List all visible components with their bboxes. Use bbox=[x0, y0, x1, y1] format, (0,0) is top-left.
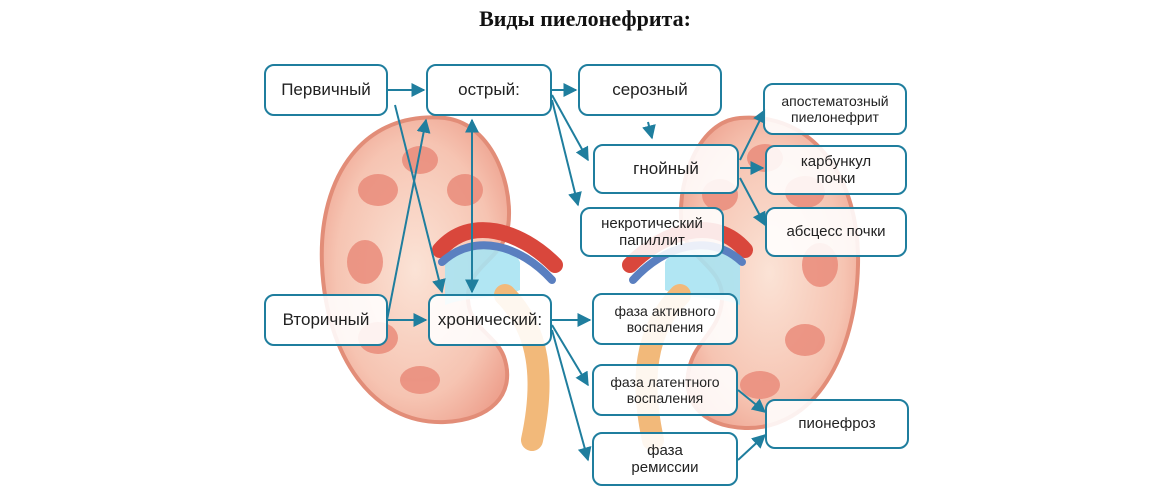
box-purulent: гнойный bbox=[593, 144, 739, 194]
diagram-arrows bbox=[386, 83, 767, 462]
box-apostematous: апостематозный пиелонефрит bbox=[763, 83, 907, 135]
box-primary-label: Первичный bbox=[281, 80, 371, 100]
box-pyonephrosis-label: пионефроз bbox=[798, 415, 876, 433]
box-chronic: хронический: bbox=[428, 294, 552, 346]
box-remission-phase: фаза ремиссии bbox=[592, 432, 738, 486]
box-chronic-label: хронический: bbox=[437, 310, 543, 330]
box-latent-phase-label: фаза латентного воспаления bbox=[610, 373, 720, 406]
box-apostematous-label: апостематозный пиелонефрит bbox=[781, 92, 889, 125]
box-remission-phase-label: фаза ремиссии bbox=[631, 441, 699, 476]
diagram-title: Виды пиелонефрита: bbox=[479, 6, 691, 31]
box-serous: серозный bbox=[578, 64, 722, 116]
box-carbuncle-label: карбункул почки bbox=[800, 152, 872, 187]
box-acute: острый: bbox=[426, 64, 552, 116]
box-active-phase: фаза активного воспаления bbox=[592, 293, 738, 345]
box-primary: Первичный bbox=[264, 64, 388, 116]
box-active-phase-label: фаза активного воспаления bbox=[614, 302, 716, 335]
box-purulent-label: гнойный bbox=[633, 159, 699, 179]
box-carbuncle: карбункул почки bbox=[765, 145, 907, 195]
box-secondary: Вторичный bbox=[264, 294, 388, 346]
box-serous-label: серозный bbox=[612, 80, 688, 100]
box-necrotic-label: некротический папиллит bbox=[601, 214, 703, 249]
box-acute-label: острый: bbox=[458, 80, 520, 100]
box-abscess-label: абсцесс почки bbox=[786, 223, 886, 241]
box-pyonephrosis: пионефроз bbox=[765, 399, 909, 449]
box-abscess: абсцесс почки bbox=[765, 207, 907, 257]
box-secondary-label: Вторичный bbox=[282, 310, 370, 330]
box-latent-phase: фаза латентного воспаления bbox=[592, 364, 738, 416]
box-necrotic: некротический папиллит bbox=[580, 207, 724, 257]
